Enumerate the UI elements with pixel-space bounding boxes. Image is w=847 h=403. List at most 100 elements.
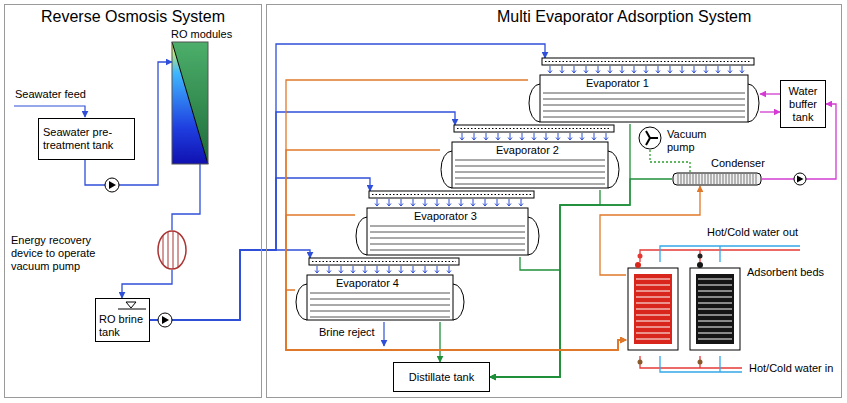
node-label: Energy recovery device to operate vacuum… — [10, 234, 108, 273]
spray-arrow — [644, 66, 648, 73]
spray-arrow — [472, 133, 476, 140]
adsorbent-beds-drawing — [626, 262, 742, 356]
bed-casing — [628, 268, 678, 350]
spray-arrow — [568, 133, 572, 140]
bed-fin — [636, 279, 670, 280]
wheel-vane — [178, 233, 179, 267]
node-label: Seawater pre-treatment tank — [39, 124, 134, 154]
tube-row — [310, 311, 450, 312]
spray-arrow — [496, 133, 500, 140]
flow-label: Brine reject — [318, 326, 376, 339]
condenser-tube — [687, 174, 688, 184]
flow-connector — [490, 257, 560, 377]
bed-fin — [636, 303, 670, 304]
node-label: Condenser — [710, 157, 766, 170]
pump-triangle — [797, 176, 804, 183]
pump-symbol — [158, 313, 172, 327]
evaporator: Evaporator 4 — [295, 258, 465, 322]
node-label: Vacuum pump — [666, 128, 710, 154]
bed-fin — [698, 321, 732, 322]
spray-arrow — [520, 133, 524, 140]
evaporator: Evaporator 2 — [440, 125, 620, 190]
spray-arrow — [740, 66, 744, 73]
spray-header — [369, 191, 534, 198]
spray-arrow — [592, 133, 596, 140]
condenser-tube — [678, 174, 679, 184]
tube-row — [310, 317, 450, 318]
evaporator-shell — [307, 275, 453, 320]
bed-fin — [698, 315, 732, 316]
evaporator: Evaporator 1 — [528, 58, 760, 124]
condenser-tube — [723, 174, 724, 184]
condenser-tube — [705, 174, 706, 184]
vacuum-pump: Vacuum pump — [638, 126, 662, 150]
spray-arrow — [556, 133, 560, 140]
condenser-tube — [744, 174, 745, 184]
evaporator-drawing — [440, 125, 620, 190]
bed-adsorbent — [696, 274, 734, 344]
spray-header — [309, 258, 459, 265]
tank-box: Distillate tank — [393, 362, 490, 392]
wheel-vane — [168, 232, 169, 268]
tube-row — [455, 166, 605, 167]
shell-cap — [608, 151, 619, 188]
spray-arrow — [375, 266, 379, 273]
spray-arrow — [508, 133, 512, 140]
system-panel: RO modulesSeawater pre-treatment tankEne… — [4, 4, 262, 398]
panel-title: Reverse Osmosis System — [40, 8, 226, 26]
spray-arrow — [692, 66, 696, 73]
membrane-permeate-side — [172, 42, 208, 164]
flow-connector — [760, 111, 780, 112]
flow-connector — [439, 322, 440, 362]
spray-arrow — [507, 199, 511, 206]
condenser-tube — [756, 174, 757, 184]
energy-recovery-device: Energy recovery device to operate vacuum… — [152, 230, 192, 270]
tube-row — [310, 293, 450, 294]
spray-arrow — [519, 199, 523, 206]
node-label: RO modules — [170, 28, 233, 41]
bed-fin — [636, 315, 670, 316]
spray-arrow — [387, 199, 391, 206]
condenser-tube — [717, 174, 718, 184]
header-holes — [457, 128, 611, 129]
evaporator-shell — [540, 75, 748, 122]
tube-row — [543, 105, 745, 106]
evaporator-shell — [367, 208, 528, 255]
tube-row — [370, 226, 525, 227]
condenser-tube — [696, 174, 697, 184]
node-label: RO brine tank — [96, 299, 149, 341]
spray-header — [454, 125, 614, 132]
evaporator-drawing — [355, 191, 540, 257]
spray-arrow — [620, 66, 624, 73]
condenser-tube — [750, 174, 751, 184]
flow-label: Seawater feed — [14, 88, 87, 101]
wheel-vane — [173, 231, 174, 269]
node-label: Water buffer tank — [781, 83, 825, 126]
shell-cap — [529, 84, 540, 122]
tube-row — [455, 160, 605, 161]
pump-triangle — [109, 181, 116, 189]
flow-label: Hot/Cold water out — [706, 226, 799, 239]
spray-arrow — [532, 133, 536, 140]
pump-symbol — [794, 173, 806, 185]
header-holes — [312, 261, 456, 262]
node-label: Evaporator 4 — [335, 277, 400, 290]
water-level-line — [118, 309, 146, 310]
node-label: Evaporator 1 — [585, 77, 650, 90]
module-outline — [172, 42, 208, 164]
tank-box: Water buffer tank — [780, 80, 826, 128]
spray-arrow — [375, 199, 379, 206]
condenser-tube — [726, 174, 727, 184]
bed-fin — [636, 321, 670, 322]
spray-arrow — [423, 266, 427, 273]
spray-arrow — [632, 66, 636, 73]
spray-arrow — [387, 266, 391, 273]
seawater-feed-line — [14, 106, 85, 117]
tank-box: RO brine tank — [95, 298, 150, 342]
spray-arrow — [363, 266, 367, 273]
valve-dot — [638, 254, 643, 259]
pump-body — [158, 313, 172, 327]
condenser-tube — [738, 174, 739, 184]
ro-module: RO modules — [172, 42, 208, 164]
energy-recovery-device-drawing — [152, 230, 192, 270]
